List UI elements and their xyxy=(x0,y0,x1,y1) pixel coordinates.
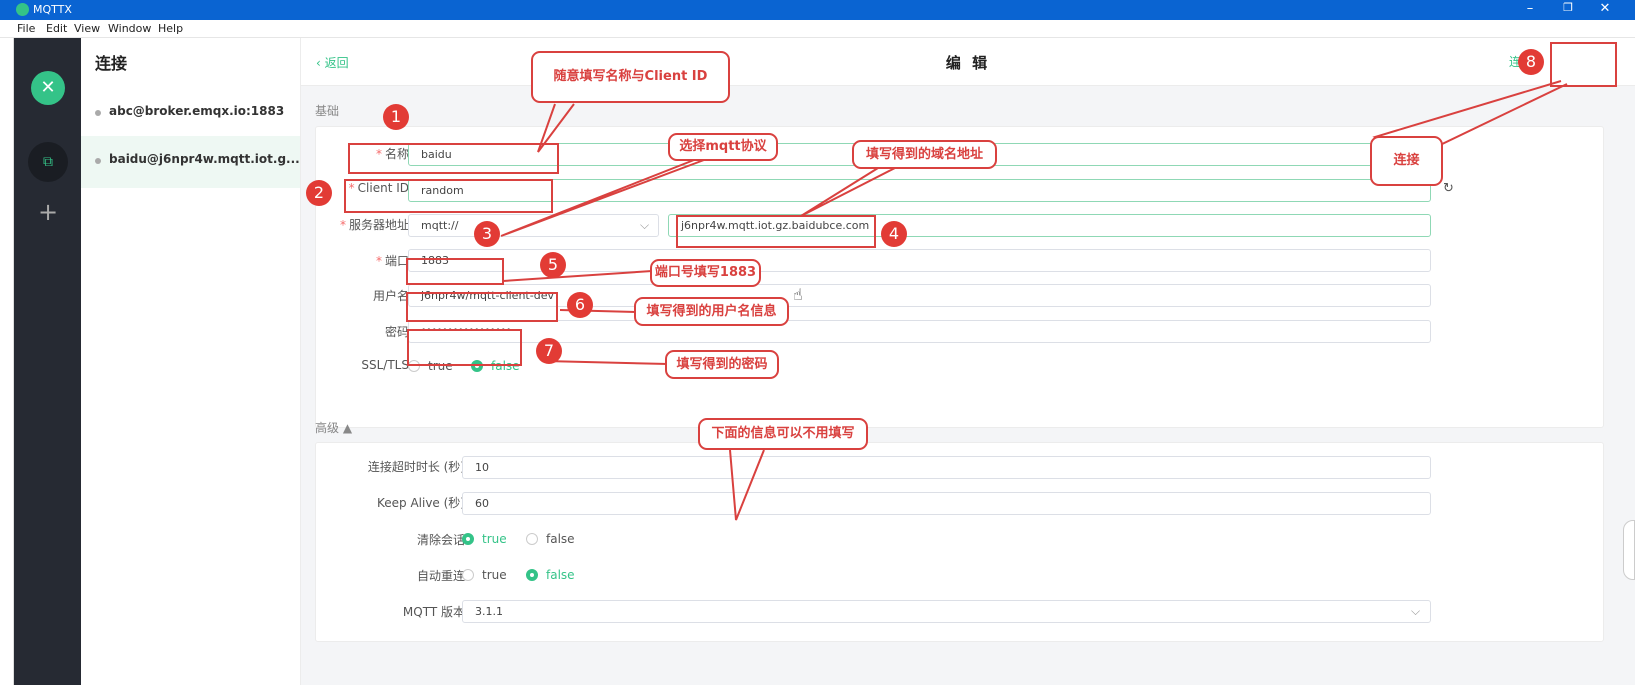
highlight-port xyxy=(406,258,504,285)
nav-bar: ✕ ⧉ + xyxy=(14,38,81,685)
restore-button[interactable]: ❐ xyxy=(1563,1,1573,14)
page-title: 编 辑 xyxy=(945,54,991,72)
mqtt-version-label: MQTT 版本 xyxy=(402,605,465,619)
menu-edit[interactable]: Edit xyxy=(46,22,68,35)
protocol-select[interactable]: mqtt:// xyxy=(408,214,659,237)
username-input[interactable]: j6npr4w/mqtt-client-dev xyxy=(408,284,1431,307)
chevron-down-icon: ⌵ xyxy=(640,218,650,232)
password-input[interactable]: ••••••••••••••••• xyxy=(408,320,1431,343)
close-button[interactable]: ✕ xyxy=(1599,1,1611,16)
side-drawer-handle[interactable] xyxy=(1623,520,1635,580)
highlight-username xyxy=(406,292,558,322)
window-titlebar: MQTTX – ❐ ✕ xyxy=(0,0,1635,20)
menu-bar: File Edit View Window Help xyxy=(0,20,1635,38)
marker-1: 1 xyxy=(383,104,409,130)
callout-username: 填写得到的用户名信息 xyxy=(634,297,789,326)
clientid-label: *Client ID xyxy=(348,181,409,195)
menu-view[interactable]: View xyxy=(74,22,101,35)
port-label: *端口 xyxy=(375,254,409,268)
highlight-password xyxy=(407,329,522,366)
callout-protocol: 选择mqtt协议 xyxy=(668,133,778,161)
reconnect-false-radio[interactable]: false xyxy=(526,568,575,582)
edit-header: ‹ 返回 编 辑 连 接 xyxy=(301,38,1635,86)
connection-item[interactable]: abc@broker.emqx.io:1883 xyxy=(81,88,300,140)
timeout-label: 连接超时时长 (秒) xyxy=(367,460,465,474)
clean-false-radio[interactable]: false xyxy=(526,532,575,546)
connection-item-selected[interactable]: baidu@j6npr4w.mqtt.iot.g... xyxy=(81,136,300,188)
status-dot xyxy=(95,110,101,116)
mqttx-logo-icon: ✕ xyxy=(31,71,65,105)
menu-file[interactable]: File xyxy=(17,22,36,35)
status-dot xyxy=(95,158,101,164)
marker-8: 8 xyxy=(1518,49,1544,75)
keepalive-label: Keep Alive (秒) xyxy=(376,496,465,510)
highlight-host xyxy=(676,215,876,248)
username-label: 用户名 xyxy=(372,289,409,303)
callout-connect: 连接 xyxy=(1370,136,1443,186)
clean-true-radio[interactable]: true xyxy=(462,532,507,546)
name-label: *名称 xyxy=(375,147,409,161)
marker-3: 3 xyxy=(474,221,500,247)
add-connection-icon[interactable]: + xyxy=(37,198,59,226)
chevron-down-icon: ⌵ xyxy=(1411,604,1421,618)
timeout-input[interactable]: 10 xyxy=(462,456,1431,479)
refresh-icon[interactable]: ↻ xyxy=(1443,181,1454,196)
connection-name: baidu@j6npr4w.mqtt.iot.g... xyxy=(109,152,300,166)
highlight-connect xyxy=(1550,42,1617,87)
clientid-input[interactable]: random xyxy=(408,179,1431,202)
connection-name: abc@broker.emqx.io:1883 xyxy=(109,104,285,118)
advanced-form: 连接超时时长 (秒) 10 Keep Alive (秒) 60 清除会话 tru… xyxy=(315,442,1604,642)
hand-cursor-icon: ☝ xyxy=(793,285,803,304)
connection-list-title: 连接 xyxy=(95,54,128,73)
host-label: *服务器地址 xyxy=(339,218,409,232)
app-logo-icon xyxy=(16,3,29,16)
advanced-section-label[interactable]: 高级 ▲ xyxy=(315,421,353,435)
password-label: 密码 xyxy=(384,325,409,339)
ssl-true-radio[interactable]: true xyxy=(408,359,453,373)
window-edge xyxy=(0,38,14,685)
connection-list: 连接 abc@broker.emqx.io:1883 baidu@j6npr4w… xyxy=(81,38,301,685)
marker-5: 5 xyxy=(540,252,566,278)
menu-help[interactable]: Help xyxy=(158,22,184,35)
marker-6: 6 xyxy=(567,292,593,318)
marker-2: 2 xyxy=(306,180,332,206)
marker-4: 4 xyxy=(881,221,907,247)
callout-optional: 下面的信息可以不用填写 xyxy=(698,418,868,450)
reconnect-label: 自动重连 xyxy=(416,569,465,583)
clean-session-label: 清除会话 xyxy=(416,533,465,547)
mqtt-version-select[interactable]: 3.1.1 xyxy=(462,600,1431,623)
marker-7: 7 xyxy=(536,338,562,364)
minimize-button[interactable]: – xyxy=(1526,1,1534,16)
reconnect-true-radio[interactable]: true xyxy=(462,568,507,582)
ssl-label: SSL/TLS xyxy=(361,358,409,372)
menu-window[interactable]: Window xyxy=(108,22,152,35)
ssl-false-radio[interactable]: false xyxy=(471,359,520,373)
keepalive-input[interactable]: 60 xyxy=(462,492,1431,515)
window-title: MQTTX xyxy=(33,3,72,16)
callout-password: 填写得到的密码 xyxy=(665,350,779,379)
highlight-clientid xyxy=(344,179,553,213)
back-button[interactable]: ‹ 返回 xyxy=(316,56,349,70)
callout-port: 端口号填写1883 xyxy=(650,259,761,287)
basic-section-label: 基础 xyxy=(315,104,340,118)
callout-domain: 填写得到的域名地址 xyxy=(852,140,997,169)
highlight-name xyxy=(348,143,559,174)
connections-icon[interactable]: ⧉ xyxy=(28,142,68,182)
callout-name: 随意填写名称与Client ID xyxy=(531,51,730,103)
